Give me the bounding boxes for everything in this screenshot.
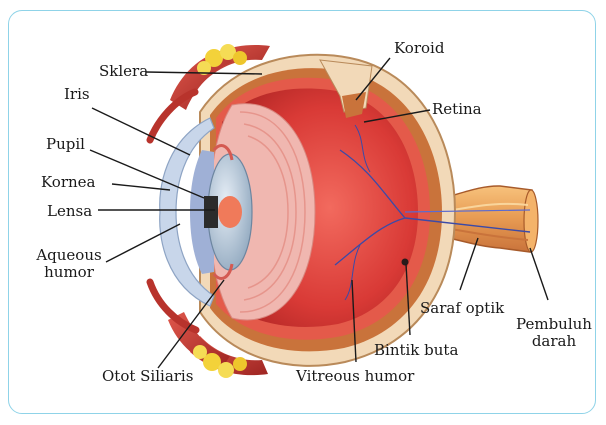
leader-kornea [111, 183, 171, 191]
label-lensa: Lensa [47, 202, 93, 220]
orbital-fat [193, 44, 247, 378]
label-kornea: Kornea [41, 173, 96, 191]
label-aqueous-line1: Aqueous [36, 246, 102, 264]
leader-retina [363, 109, 431, 123]
front-segment [159, 117, 253, 307]
label-pupil: Pupil [46, 135, 85, 153]
leader-sklera [145, 71, 263, 75]
leader-koroid [355, 57, 391, 101]
label-saraf-optik: Saraf optik [420, 299, 505, 317]
label-aqueous-humor: Aqueous humor [34, 247, 104, 281]
label-pembuluh-darah: Pembuluh darah [512, 316, 596, 350]
leader-pembuluh-darah [529, 247, 549, 301]
leader-iris [91, 107, 191, 156]
leader-vitreous-humor [351, 279, 357, 363]
label-pembuluh-line1: Pembuluh [516, 315, 592, 333]
label-pembuluh-line2: darah [531, 332, 577, 350]
label-aqueous-line2: humor [44, 263, 94, 281]
leader-otot-siliaris [157, 279, 225, 369]
label-sklera: Sklera [99, 62, 149, 80]
label-bintik-buta: Bintik buta [374, 341, 459, 359]
leader-bintik-buta [405, 263, 411, 336]
label-iris: Iris [64, 85, 90, 103]
leader-pupil [89, 149, 205, 199]
label-retina: Retina [432, 100, 482, 118]
leader-saraf-optik [459, 237, 479, 291]
leader-aqueous [105, 223, 181, 263]
label-koroid: Koroid [394, 39, 445, 57]
blind-spot-marker [401, 258, 409, 266]
label-otot-siliaris: Otot Siliaris [102, 367, 194, 385]
leader-lines [89, 57, 549, 369]
label-vitreous-humor: Vitreous humor [296, 367, 415, 385]
